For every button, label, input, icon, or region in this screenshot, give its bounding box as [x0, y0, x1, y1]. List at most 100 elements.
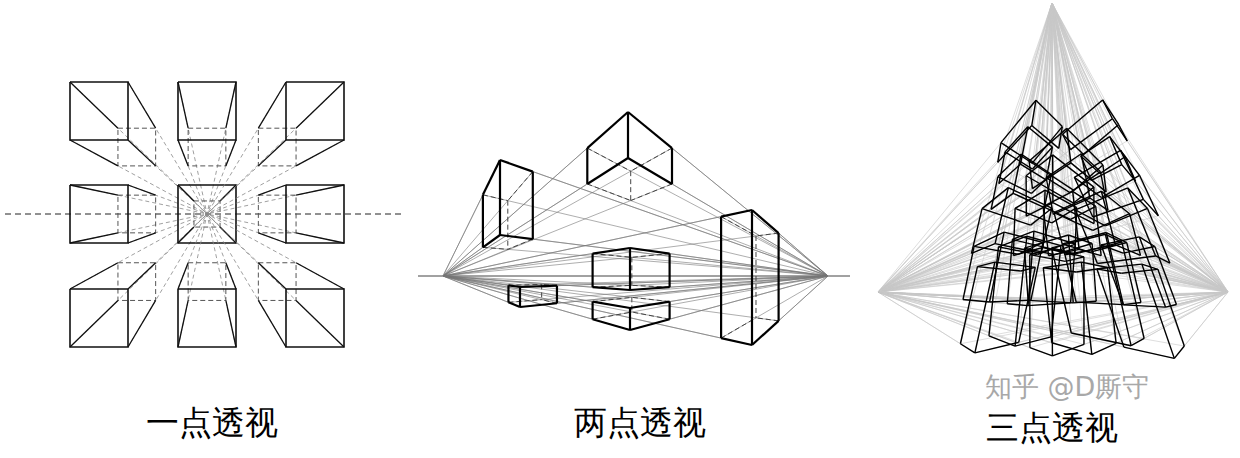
cube-front-face [178, 82, 236, 140]
guide-line [207, 214, 344, 347]
box-edge [627, 112, 629, 158]
box-edge [500, 235, 533, 239]
box-hidden-edge [631, 148, 672, 171]
guide-line [878, 292, 1131, 346]
cube-edge [70, 185, 118, 195]
box-edge [629, 308, 631, 330]
box-hidden-edge [593, 312, 632, 319]
guide-line [443, 172, 533, 276]
box-edge [1124, 347, 1174, 358]
guide-line [443, 276, 670, 319]
cube-edge [128, 300, 156, 347]
box-edge [1046, 178, 1053, 215]
box-hidden-edge [593, 297, 632, 301]
guide-line [178, 82, 207, 214]
cube-edge [128, 185, 156, 195]
box-edge [1028, 231, 1034, 306]
guide-line [1176, 292, 1228, 305]
cube-back-face [118, 128, 156, 166]
cube-front-face [286, 185, 344, 243]
box-edge [1147, 208, 1169, 263]
box-edge [1013, 208, 1015, 255]
box-edge [752, 210, 779, 233]
box-hidden-edge [756, 233, 779, 236]
box-edge [1100, 157, 1125, 174]
cube-edge [220, 185, 236, 201]
box-edge [519, 287, 521, 307]
cube-edge [258, 185, 286, 195]
guide-line [878, 164, 1021, 292]
guide-line [443, 254, 670, 276]
box-edge [971, 244, 995, 254]
guide-line [443, 254, 593, 276]
guide-line [1158, 216, 1228, 292]
two-point-figure [443, 112, 828, 345]
box-edge [593, 302, 630, 308]
guide-line [178, 185, 207, 214]
box-hidden-edge [631, 297, 632, 312]
guide-line [752, 276, 828, 345]
guide-line [971, 3, 1052, 253]
box-hidden-edge [632, 254, 670, 258]
box-edge [628, 158, 672, 184]
box-edge [1143, 199, 1158, 215]
guide-line [593, 254, 828, 276]
guide-line [443, 276, 752, 345]
guide-line [878, 208, 1044, 292]
box-edge [1128, 188, 1148, 208]
box-edge [1074, 177, 1092, 217]
cube-edge [258, 263, 286, 289]
box-edge [1139, 237, 1154, 247]
guide-line [630, 248, 828, 276]
box-edge [1031, 208, 1052, 225]
guide-line [207, 82, 344, 214]
box-edge [630, 302, 670, 308]
box-edge [1025, 176, 1027, 216]
box-edge [1071, 119, 1113, 150]
cube-back-face [258, 128, 296, 166]
box-edge [999, 164, 1021, 183]
guide-line [443, 210, 752, 276]
guide-line [443, 248, 630, 276]
guide-line [207, 140, 236, 214]
cube-back-face [258, 195, 296, 233]
three-point-figure [878, 3, 1228, 358]
guide-line [557, 276, 828, 286]
box-hidden-edge [631, 257, 632, 285]
box-edge [1063, 134, 1071, 149]
cube-edge [258, 82, 286, 128]
box-edge [1092, 343, 1116, 354]
cube-front-face [70, 82, 128, 140]
box-edge [1101, 237, 1139, 245]
guide-line [878, 292, 989, 336]
guide-line [207, 140, 344, 214]
guide-line [1052, 3, 1108, 210]
cube-edge [296, 140, 344, 166]
guide-line [878, 199, 1143, 292]
guide-line [207, 214, 286, 347]
box-edge [1093, 199, 1144, 217]
guide-line [128, 214, 207, 289]
box-edge [990, 232, 1005, 302]
watermark: 知乎 @D厮守 [985, 372, 1149, 402]
box-edge [1029, 161, 1032, 189]
box-edge [1001, 100, 1036, 142]
cube-edge [258, 233, 286, 243]
box-edge [1084, 124, 1119, 154]
guide-line [1143, 199, 1228, 292]
guide-line [878, 100, 1103, 292]
guide-line [1131, 292, 1228, 346]
box-edge [960, 267, 977, 344]
box-edge [1052, 343, 1092, 355]
guide-line [443, 217, 721, 276]
box-edge [1046, 154, 1081, 178]
box-edge [1128, 188, 1156, 256]
guide-line [443, 148, 587, 276]
guide-line [1065, 255, 1228, 292]
box-edge [630, 319, 670, 330]
cube-back-face [118, 263, 156, 301]
guide-line [963, 3, 1052, 300]
guide-line [1071, 292, 1228, 333]
box-edge [1052, 248, 1072, 333]
guide-line [878, 292, 1123, 305]
